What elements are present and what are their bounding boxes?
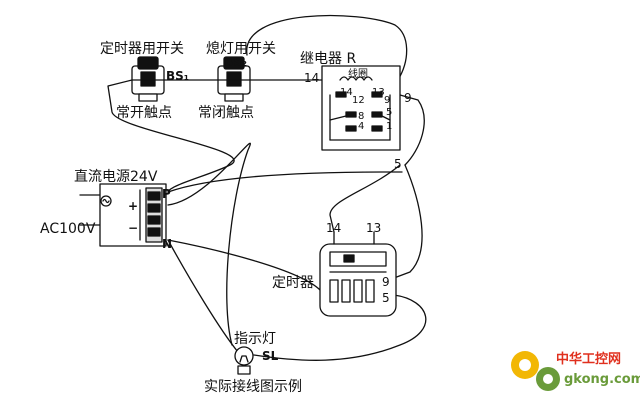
ac-symbol-icon bbox=[100, 195, 112, 207]
nc-contact-label: 常闭触点 bbox=[198, 105, 254, 121]
relay-label: 继电器 R bbox=[300, 51, 357, 67]
relay-in-13: 13 bbox=[372, 87, 385, 98]
timer-label: 定时器 bbox=[272, 275, 314, 291]
relay-pin-5-out: 5 bbox=[394, 157, 402, 171]
lamp-switch-label: 熄灯用开关 bbox=[206, 41, 276, 57]
wire-p-sl bbox=[167, 142, 251, 346]
indicator-lamp bbox=[234, 346, 254, 375]
relay-in-5: 5 bbox=[386, 107, 393, 118]
terminal-n-label: N bbox=[162, 237, 173, 251]
dc-supply bbox=[99, 183, 167, 247]
timer-switch-label: 定时器用开关 bbox=[100, 41, 184, 57]
watermark-url: gkong.com bbox=[564, 372, 640, 387]
watermark-cn: 中华工控网 bbox=[556, 352, 622, 367]
relay-in-14: 14 bbox=[340, 87, 353, 98]
relay-in-1: 1 bbox=[386, 121, 393, 132]
bs1-label: BS₁ bbox=[166, 69, 190, 83]
minus-label: − bbox=[128, 221, 139, 235]
relay-in-4: 4 bbox=[358, 121, 365, 132]
caption: 实际接线图示例 bbox=[204, 379, 302, 395]
plus-label: + bbox=[128, 199, 139, 213]
wire-relay9-right bbox=[399, 94, 425, 166]
relay-r bbox=[321, 65, 401, 151]
timer-pin-14: 14 bbox=[326, 221, 342, 235]
no-contact-label: 常开触点 bbox=[116, 105, 172, 121]
relay-in-9: 9 bbox=[384, 95, 391, 106]
relay-pin-14: 14 bbox=[304, 71, 320, 85]
indicator-label: 指示灯 bbox=[234, 331, 276, 347]
timer bbox=[319, 231, 397, 317]
bs2-label: BS₂ bbox=[224, 55, 248, 69]
wire-top-loop bbox=[246, 14, 408, 81]
watermark-gear-icon bbox=[511, 351, 560, 391]
bs2-switch bbox=[217, 56, 251, 102]
dc-supply-label: 直流电源24V bbox=[74, 169, 158, 185]
wire-p-timer13 bbox=[167, 171, 403, 193]
relay-in-12: 12 bbox=[352, 95, 365, 106]
relay-in-8: 8 bbox=[358, 111, 365, 122]
wire-bs1-p bbox=[107, 79, 235, 193]
ac-input-label: AC100V bbox=[40, 221, 96, 237]
timer-pin-5: 5 bbox=[382, 291, 390, 305]
wire-n-timer bbox=[167, 239, 321, 291]
wire-timer5-lamp bbox=[253, 294, 427, 361]
wire-n-lamp bbox=[167, 239, 239, 353]
timer-pin-9: 9 bbox=[382, 275, 390, 289]
relay-coil bbox=[339, 76, 373, 81]
sl-label: SL bbox=[262, 349, 279, 363]
bs1-switch bbox=[131, 56, 165, 102]
timer-pin-13: 13 bbox=[366, 221, 382, 235]
wire-relay-timer14 bbox=[329, 164, 401, 233]
relay-pin-9: 9 bbox=[404, 91, 412, 105]
wire-relay5-timer9 bbox=[393, 164, 423, 279]
terminal-p-label: P bbox=[162, 187, 171, 201]
coil-label: 线圈 bbox=[348, 69, 368, 80]
